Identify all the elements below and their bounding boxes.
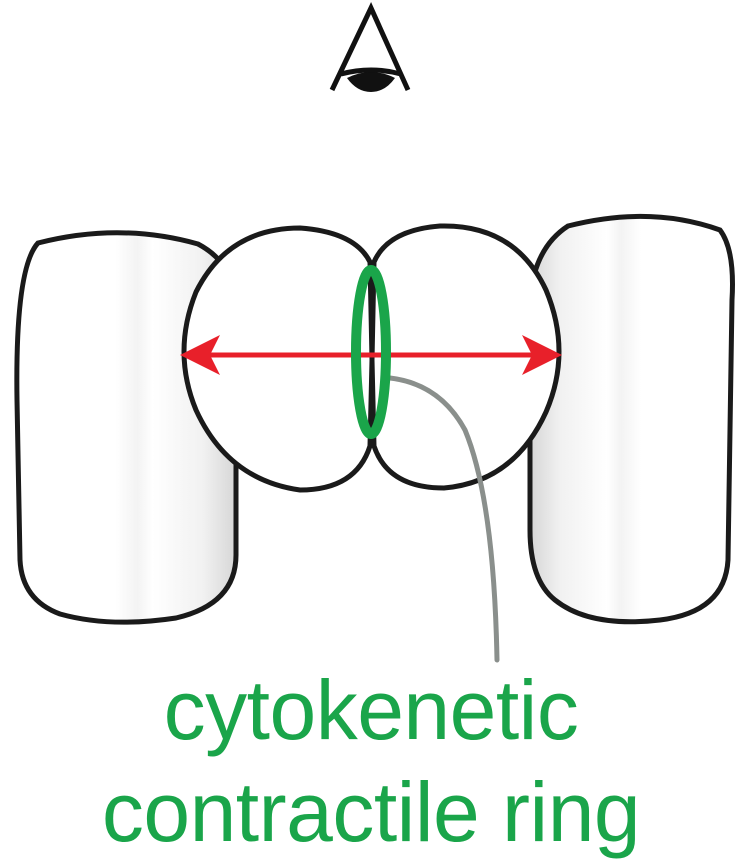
label-line-1: cytokenetic — [0, 668, 742, 752]
eye-icon — [332, 8, 408, 92]
label-line-2: contractile ring — [0, 770, 742, 854]
right-neighbor-cell — [530, 216, 733, 621]
